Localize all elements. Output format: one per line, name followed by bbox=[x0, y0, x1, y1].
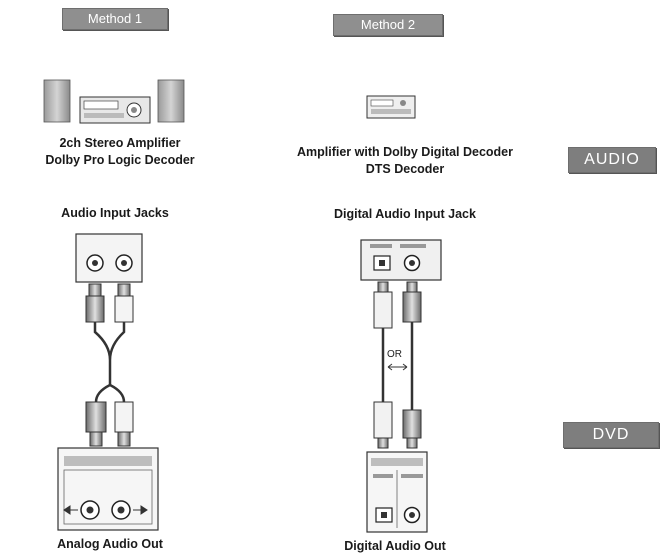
analog-audio-out-panel bbox=[57, 447, 159, 531]
or-label: OR bbox=[387, 349, 402, 360]
audio-side-tag: AUDIO bbox=[568, 147, 656, 173]
method-2-input-label: Digital Audio Input Jack bbox=[334, 207, 476, 221]
dolby-digital-receiver-icon bbox=[366, 95, 416, 119]
digital-audio-input-panel bbox=[360, 239, 442, 281]
dvd-side-tag: DVD bbox=[563, 422, 659, 448]
method-1-tag: Method 1 bbox=[62, 8, 168, 30]
method-1-device-name: 2ch Stereo Amplifier Dolby Pro Logic Dec… bbox=[0, 135, 240, 169]
method-1-device-line1: 2ch Stereo Amplifier bbox=[59, 136, 181, 150]
method-2-tag: Method 2 bbox=[333, 14, 443, 36]
rca-plugs-bottom bbox=[85, 401, 134, 447]
method-2-device-line1: Amplifier with Dolby Digital Decoder bbox=[297, 145, 513, 159]
method-1-input-label: Audio Input Jacks bbox=[61, 206, 169, 220]
left-arrow-icon bbox=[63, 505, 78, 515]
method-2-device-line2: DTS Decoder bbox=[365, 162, 445, 176]
method-2-device-name: Amplifier with Dolby Digital Decoder DTS… bbox=[240, 144, 570, 178]
audio-input-jacks-panel bbox=[75, 233, 143, 283]
method-2-output-label: Digital Audio Out bbox=[344, 539, 446, 553]
analog-cable bbox=[93, 322, 126, 385]
rca-plugs-top bbox=[85, 283, 134, 323]
or-double-arrow-icon bbox=[387, 363, 408, 371]
method-1-output-label: Analog Audio Out bbox=[57, 537, 163, 551]
method-1-device-line2: Dolby Pro Logic Decoder bbox=[45, 153, 195, 167]
digital-plugs-top bbox=[373, 281, 422, 329]
stereo-amplifier-icon bbox=[43, 79, 185, 124]
digital-plugs-bottom bbox=[373, 401, 422, 449]
right-arrow-icon bbox=[133, 505, 148, 515]
digital-audio-out-panel bbox=[366, 451, 428, 533]
